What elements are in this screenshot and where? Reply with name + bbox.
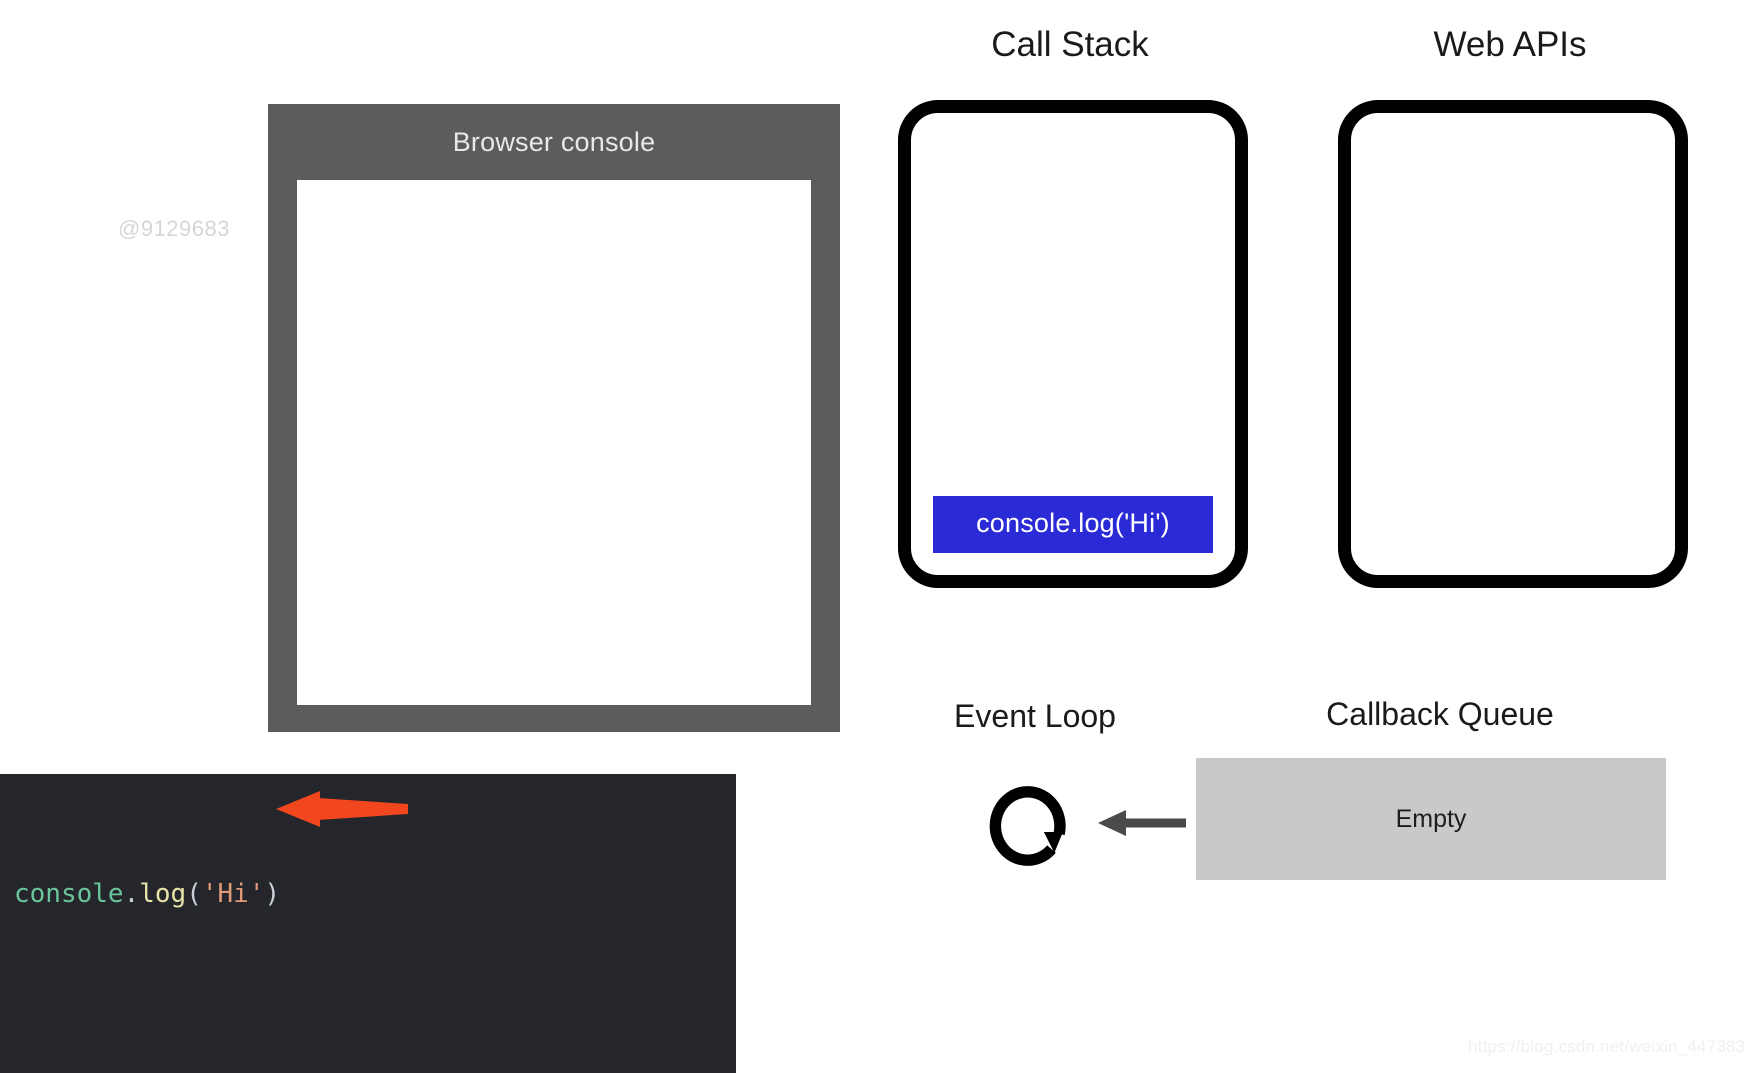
web-apis-box xyxy=(1338,100,1688,588)
annotation-arrow-left-icon xyxy=(276,790,408,828)
code-editor-panel[interactable]: console.log('Hi') setTimeout(function cb… xyxy=(0,774,736,1073)
callback-queue-title: Callback Queue xyxy=(1326,696,1554,732)
event-loop-title: Event Loop xyxy=(954,698,1116,734)
call-stack-frame[interactable]: console.log('Hi') xyxy=(933,496,1213,553)
callback-queue-box: Empty xyxy=(1196,758,1666,880)
browser-console-titlebar: Browser console xyxy=(268,104,840,180)
call-stack-frames: console.log('Hi') xyxy=(911,496,1235,575)
web-apis-title: Web APIs xyxy=(1433,25,1587,64)
callback-queue-status: Empty xyxy=(1395,804,1467,833)
user-watermark: @9129683 xyxy=(118,216,230,241)
browser-console-title: Browser console xyxy=(452,126,656,157)
arrow-left-icon xyxy=(1098,810,1186,836)
call-stack-box: console.log('Hi') xyxy=(898,100,1248,588)
code-line-2 xyxy=(14,1004,736,1048)
browser-console-window: Browser console xyxy=(268,104,840,732)
code-line-1: console.log('Hi') xyxy=(14,879,281,909)
call-stack-title: Call Stack xyxy=(991,25,1149,64)
source-watermark: https://blog.csdn.net/weixin_44738381 xyxy=(1468,1037,1746,1056)
circular-arrow-icon xyxy=(985,775,1080,870)
browser-console-output xyxy=(297,180,811,705)
